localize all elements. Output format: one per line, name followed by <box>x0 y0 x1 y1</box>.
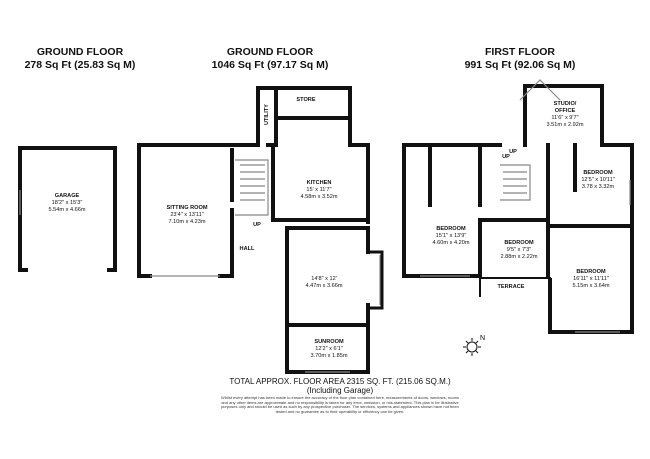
room-utility: UTILITY <box>264 104 270 125</box>
including-garage: (Including Garage) <box>306 386 374 395</box>
header-garage-floor: GROUND FLOOR 278 Sq Ft (25.83 Sq M) <box>10 46 150 72</box>
total-area: TOTAL APPROX. FLOOR AREA 2315 SQ. FT. (2… <box>229 377 451 386</box>
ground-floor-walls <box>137 86 370 374</box>
room-hall: HALL <box>239 246 255 252</box>
room-store: STORE <box>296 97 316 103</box>
floor-title: GROUND FLOOR <box>226 46 314 58</box>
terrace-outline <box>479 277 551 297</box>
room-reception: 14'8" x 12'4.47m x 3.66m <box>305 276 343 289</box>
floor-area: 991 Sq Ft (92.06 Sq M) <box>464 59 576 71</box>
floor-title: FIRST FLOOR <box>485 46 555 58</box>
footer: TOTAL APPROX. FLOOR AREA 2315 SQ. FT. (2… <box>200 377 480 414</box>
disclaimer: Whilst every attempt has been made to en… <box>221 395 459 414</box>
compass-label: N <box>480 335 485 342</box>
stair-up-ground: UP <box>253 222 261 228</box>
floor-area: 1046 Sq Ft (97.17 Sq M) <box>211 59 329 71</box>
stair-up-first-a: UP <box>502 154 510 160</box>
header-ground-floor: GROUND FLOOR 1046 Sq Ft (97.17 Sq M) <box>200 46 340 72</box>
compass-icon: N <box>463 335 485 356</box>
utility-store-walls <box>274 86 352 147</box>
first-floor-walls <box>402 84 634 334</box>
room-terrace: TERRACE <box>497 284 525 290</box>
header-first-floor: FIRST FLOOR 991 Sq Ft (92.06 Sq M) <box>450 46 590 72</box>
bay <box>368 250 384 310</box>
windows <box>19 79 631 373</box>
staircase <box>235 159 531 216</box>
stair-up-first-b: UP <box>509 149 517 155</box>
floor-area: 278 Sq Ft (25.83 Sq M) <box>24 59 136 71</box>
floor-title: GROUND FLOOR <box>36 46 124 58</box>
